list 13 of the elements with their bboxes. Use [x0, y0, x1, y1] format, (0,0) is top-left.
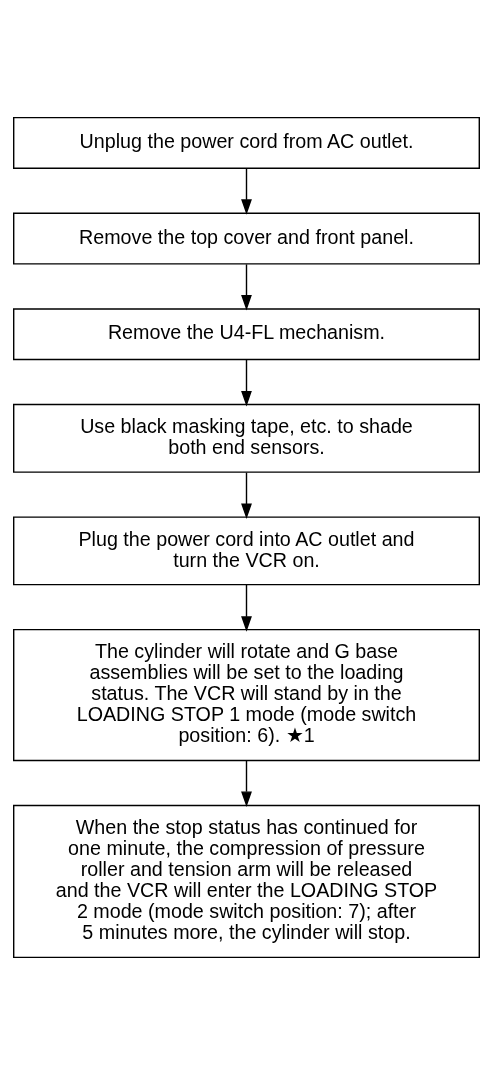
node-box: Remove the U4-FL mechanism.	[13, 307, 480, 360]
node-box: The cylinder will rotate and G base assemblies will be set to the loading status. The VCR will stand by in the LOADING STOP 1 mode (mode switch position: 6). ★1	[13, 628, 480, 761]
arrow	[241, 759, 252, 807]
node-box: Remove the top cover and front panel.	[13, 212, 480, 265]
arrow	[241, 358, 252, 406]
arrow	[241, 583, 252, 632]
node-box: Plug the power cord into AC outlet and turn the VCR on.	[13, 515, 480, 585]
arrow	[241, 263, 252, 310]
node-box: Use black masking tape, etc. to shade both end sensors.	[13, 403, 480, 473]
node-box: Unplug the power cord from AC outlet.	[13, 116, 480, 169]
node-box: When the stop status has continued for one minute, the compression of pressure roller and tension arm will be released and the VCR will enter the LOADING STOP 2 mode (mode switch position: 7); after 5 minutes more, the cylinder will stop.	[13, 804, 480, 958]
arrow	[241, 167, 252, 215]
arrow	[241, 471, 252, 519]
